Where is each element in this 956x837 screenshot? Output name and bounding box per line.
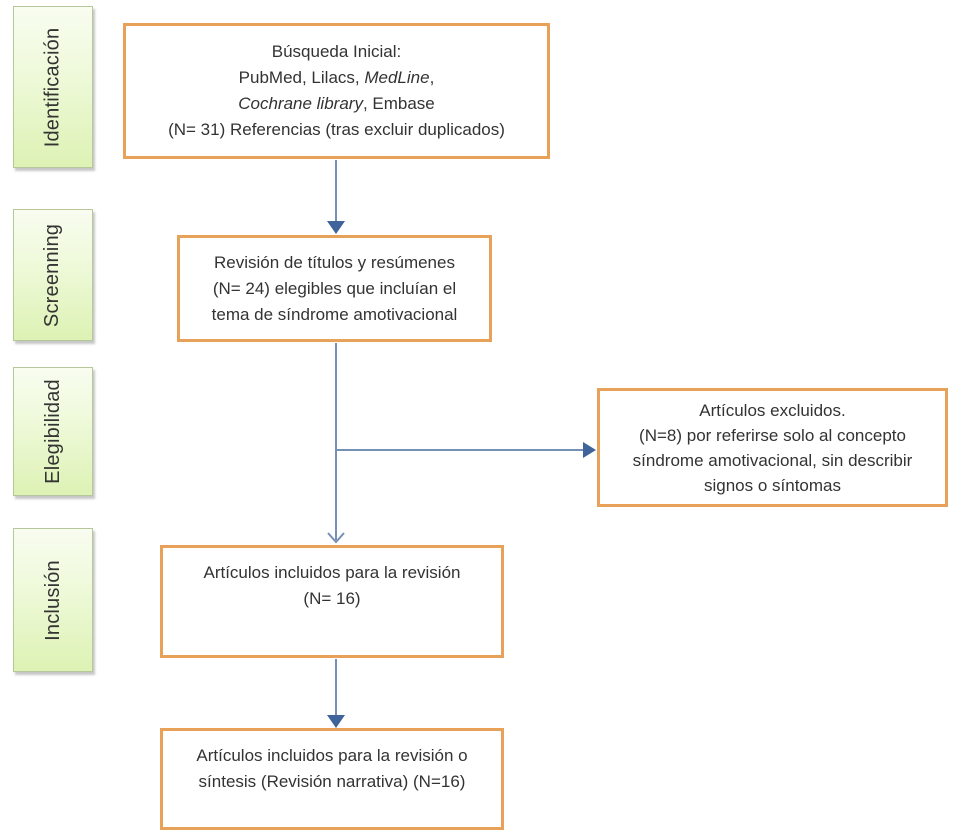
stage-label: Elegibilidad <box>41 379 64 484</box>
text-segment: Búsqueda Inicial: <box>271 42 402 61</box>
box-text-line: PubMed, Lilacs, MedLine, <box>134 65 539 91</box>
box-text-line: (N= 31) Referencias (tras excluir duplic… <box>134 117 539 143</box>
title-abstract-screening-box: Revisión de títulos y resúmenes (N= 24) … <box>177 235 492 342</box>
box-text-line: síntesis (Revisión narrativa) (N=16) <box>198 772 466 791</box>
final-synthesis-box: Artículos incluidos para la revisión o s… <box>160 728 504 830</box>
box-text-line: Cochrane library, Embase <box>134 91 539 117</box>
box-text-line: síndrome amotivacional, sin describir <box>632 450 913 470</box>
text-segment-italic: Cochrane library <box>238 94 363 113</box>
stage-label: Screenning <box>41 223 64 327</box>
box-text-line: (N= 16) <box>303 589 361 608</box>
box-text-line: Revisión de títulos y resúmenes <box>214 252 455 272</box>
arrow-screening-to-included <box>327 343 345 544</box>
box-text-line: Artículos incluidos para la revisión o <box>196 746 468 765</box>
arrow-included-to-final <box>327 659 345 728</box>
stage-label: Inclusión <box>41 559 64 641</box>
text-segment: , Embase <box>362 94 435 113</box>
included-articles-box: Artículos incluidos para la revisión (N=… <box>160 545 504 658</box>
box-text-line: Artículos excluidos. <box>699 400 846 420</box>
sidebar-stage-screening: Screenning <box>13 209 93 341</box>
arrow-branch-to-excluded <box>336 442 596 458</box>
text-segment: PubMed, Lilacs, <box>238 68 365 87</box>
stage-label: Identificación <box>41 27 64 147</box>
initial-search-box: Búsqueda Inicial: PubMed, Lilacs, MedLin… <box>123 23 550 159</box>
sidebar-stage-inclusion: Inclusión <box>13 528 93 672</box>
sidebar-stage-identificacion: Identificación <box>13 6 93 168</box>
box-text-line: (N= 24) elegibles que incluían el <box>212 278 457 298</box>
arrow-start-to-screening <box>327 160 345 234</box>
box-text-line: (N=8) por referirse solo al concepto <box>639 425 906 445</box>
text-segment: (N= 31) Referencias (tras excluir duplic… <box>168 120 505 139</box>
box-text-line: tema de síndrome amotivacional <box>211 304 458 324</box>
box-text-line: Búsqueda Inicial: <box>134 39 539 65</box>
text-segment-italic: MedLine <box>364 68 430 87</box>
sidebar-stage-elegibilidad: Elegibilidad <box>13 367 93 496</box>
box-text-line: signos o síntomas <box>703 475 841 495</box>
box-text-line: Artículos incluidos para la revisión <box>203 563 461 582</box>
excluded-articles-box: Artículos excluidos. (N=8) por referirse… <box>597 388 948 507</box>
text-segment: , <box>429 68 435 87</box>
